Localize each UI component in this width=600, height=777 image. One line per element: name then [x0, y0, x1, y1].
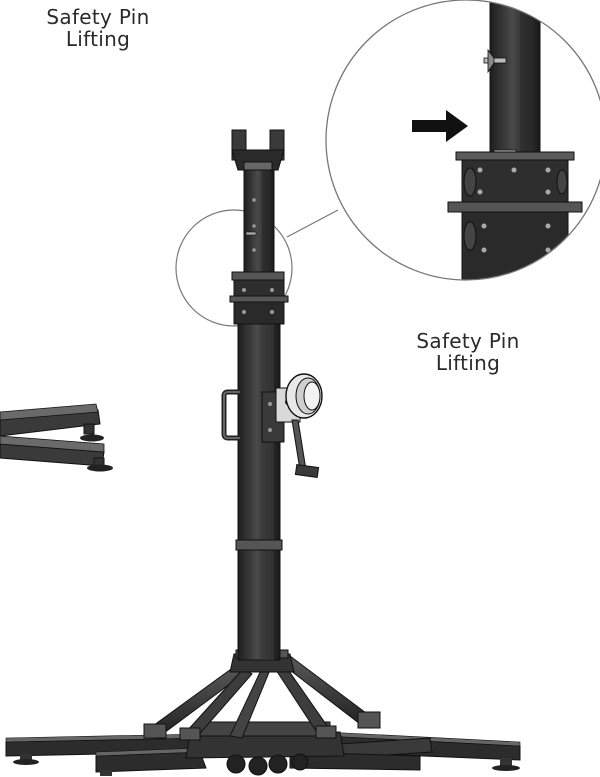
tower-mast: [221, 129, 289, 661]
label-line: Lifting: [65, 27, 131, 51]
tower-base: [5, 649, 521, 776]
label-line: Safety Pin: [46, 5, 150, 29]
arrow-right-icon: [412, 110, 468, 142]
winch: [275, 373, 323, 479]
detail-callout-circle: [175, 209, 293, 327]
zoom-detail: [325, 0, 600, 281]
callout-connector-line: [286, 209, 339, 238]
safety-pin-lifting-label-top: Safety Pin Lifting: [10, 6, 186, 50]
left-outrigger-legs: [0, 403, 113, 472]
label-line: Safety Pin: [416, 329, 520, 353]
label-line: Lifting: [435, 351, 501, 375]
safety-pin-lifting-label-right: Safety Pin Lifting: [380, 330, 556, 374]
